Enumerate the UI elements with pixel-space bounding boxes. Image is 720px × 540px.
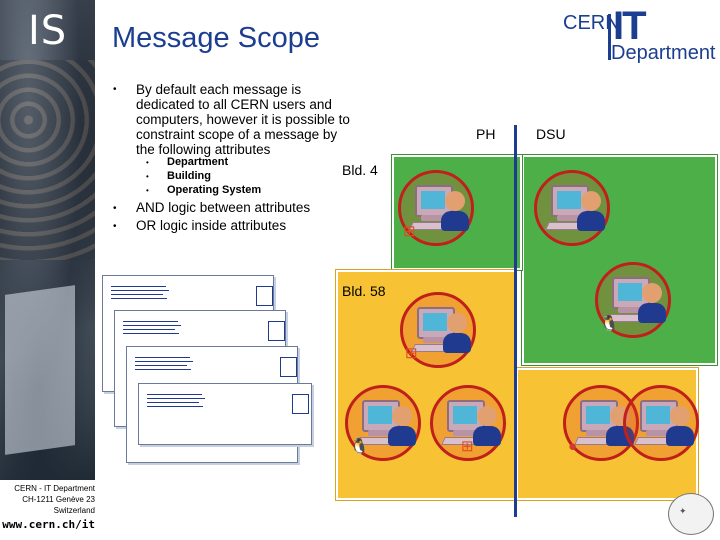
linux-icon: 🐧	[350, 438, 369, 455]
is-logo: IS	[28, 8, 68, 54]
sub-bullet-marker: •	[146, 172, 149, 181]
audience-photo	[0, 0, 95, 480]
message-line	[111, 298, 167, 299]
message-line	[135, 369, 191, 370]
bullet-line: constraint scope of a message by	[136, 127, 338, 142]
photo-crowd	[0, 60, 95, 260]
sub-bullet-marker: •	[146, 158, 149, 167]
bullet-line: By default each message is	[136, 82, 302, 97]
message-checkbox	[280, 357, 297, 377]
footer-line-1: CERN - IT Department	[14, 484, 95, 493]
message-line	[147, 406, 203, 407]
pc-node-bld58-dsu-right	[623, 385, 699, 461]
monitor-stand	[557, 215, 583, 221]
footer-line-2: CH-1211 Genève 23	[22, 495, 95, 504]
monitor-stand	[453, 430, 479, 436]
message-line	[135, 365, 187, 366]
linux-icon: 🐧	[600, 315, 619, 332]
sub-bullet-marker: •	[146, 186, 149, 195]
cern-it-logo: CERN IT Department	[563, 4, 716, 64]
department-divider	[514, 125, 517, 517]
monitor-stand	[586, 430, 612, 436]
cern-logo-department: Department	[611, 42, 716, 64]
cern-logo-word: CERN	[563, 12, 620, 34]
user-body-icon	[473, 426, 501, 446]
bullet-marker: •	[113, 203, 117, 214]
building-label-bld4: Bld. 4	[342, 162, 378, 178]
user-head-icon	[477, 406, 497, 426]
monitor-stand	[618, 307, 644, 313]
slide-title: Message Scope	[112, 22, 320, 54]
column-label-dsu: DSU	[536, 126, 566, 142]
bullet-line: computers, however it is possible to	[136, 112, 350, 127]
cern-logo-it: IT	[613, 4, 647, 48]
message-line	[135, 357, 190, 358]
user-head-icon	[447, 313, 467, 333]
message-checkbox	[292, 394, 309, 414]
message-line	[123, 325, 181, 326]
attribute-department: Department	[167, 156, 229, 168]
message-line	[123, 321, 178, 322]
footer-url: www.cern.ch/it	[2, 518, 95, 531]
user-body-icon	[666, 426, 694, 446]
windows-icon: ⊞	[403, 223, 416, 240]
message-line	[111, 294, 163, 295]
footer: CERN - IT Department CH-1211 Genève 23 S…	[0, 480, 95, 540]
message-line	[111, 290, 169, 291]
monitor-stand	[423, 337, 449, 343]
pc-node-bld4-ph: ⊞	[398, 170, 474, 246]
user-head-icon	[642, 283, 662, 303]
monitor-stand	[368, 430, 394, 436]
user-head-icon	[445, 191, 465, 211]
message-line	[135, 361, 193, 362]
user-head-icon	[581, 191, 601, 211]
attribute-operating-system: Operating System	[167, 184, 262, 196]
or-logic-text: OR logic inside attributes	[136, 218, 287, 233]
user-body-icon	[443, 333, 471, 353]
user-body-icon	[388, 426, 416, 446]
user-body-icon	[441, 211, 469, 231]
message-line	[111, 286, 166, 287]
message-checkbox	[268, 321, 285, 341]
windows-icon: ⊞	[405, 345, 418, 362]
user-body-icon	[577, 211, 605, 231]
footer-line-3: Switzerland	[53, 506, 95, 515]
pc-node-bld58-ph-top: ⊞	[400, 292, 476, 368]
cern-logo-bar	[608, 14, 611, 60]
message-checkbox	[256, 286, 273, 306]
pc-node-bld58-ph-bottom-left: 🐧	[345, 385, 421, 461]
bullet-marker: •	[113, 221, 117, 232]
photo-laptop-screen	[5, 285, 75, 455]
cern-seal-icon: ✦	[668, 493, 714, 535]
apple-icon: ●	[568, 438, 578, 455]
message-line	[147, 402, 199, 403]
bullet-line: the following attributes	[136, 142, 271, 157]
monitor-stand	[421, 215, 447, 221]
message-line	[147, 398, 205, 399]
bullet-line: dedicated to all CERN users and	[136, 97, 332, 112]
message-card	[138, 383, 312, 445]
user-head-icon	[392, 406, 412, 426]
attribute-building: Building	[167, 170, 211, 182]
and-logic-text: AND logic between attributes	[136, 200, 311, 215]
column-label-ph: PH	[476, 126, 496, 142]
message-line	[123, 329, 175, 330]
user-head-icon	[670, 406, 690, 426]
message-line	[123, 333, 179, 334]
windows-icon: ⊞	[461, 438, 474, 455]
pc-node-bld58-ph-bottom-right: ⊞	[430, 385, 506, 461]
pc-node-bld4-dsu	[534, 170, 610, 246]
building-label-bld58: Bld. 58	[342, 283, 386, 299]
message-line	[147, 394, 202, 395]
pc-node-dsu-mid: 🐧	[595, 262, 671, 338]
user-body-icon	[638, 303, 666, 323]
main-bullet-text: By default each message is dedicated to …	[136, 82, 396, 157]
monitor-stand	[646, 430, 672, 436]
bullet-marker: •	[113, 84, 117, 95]
